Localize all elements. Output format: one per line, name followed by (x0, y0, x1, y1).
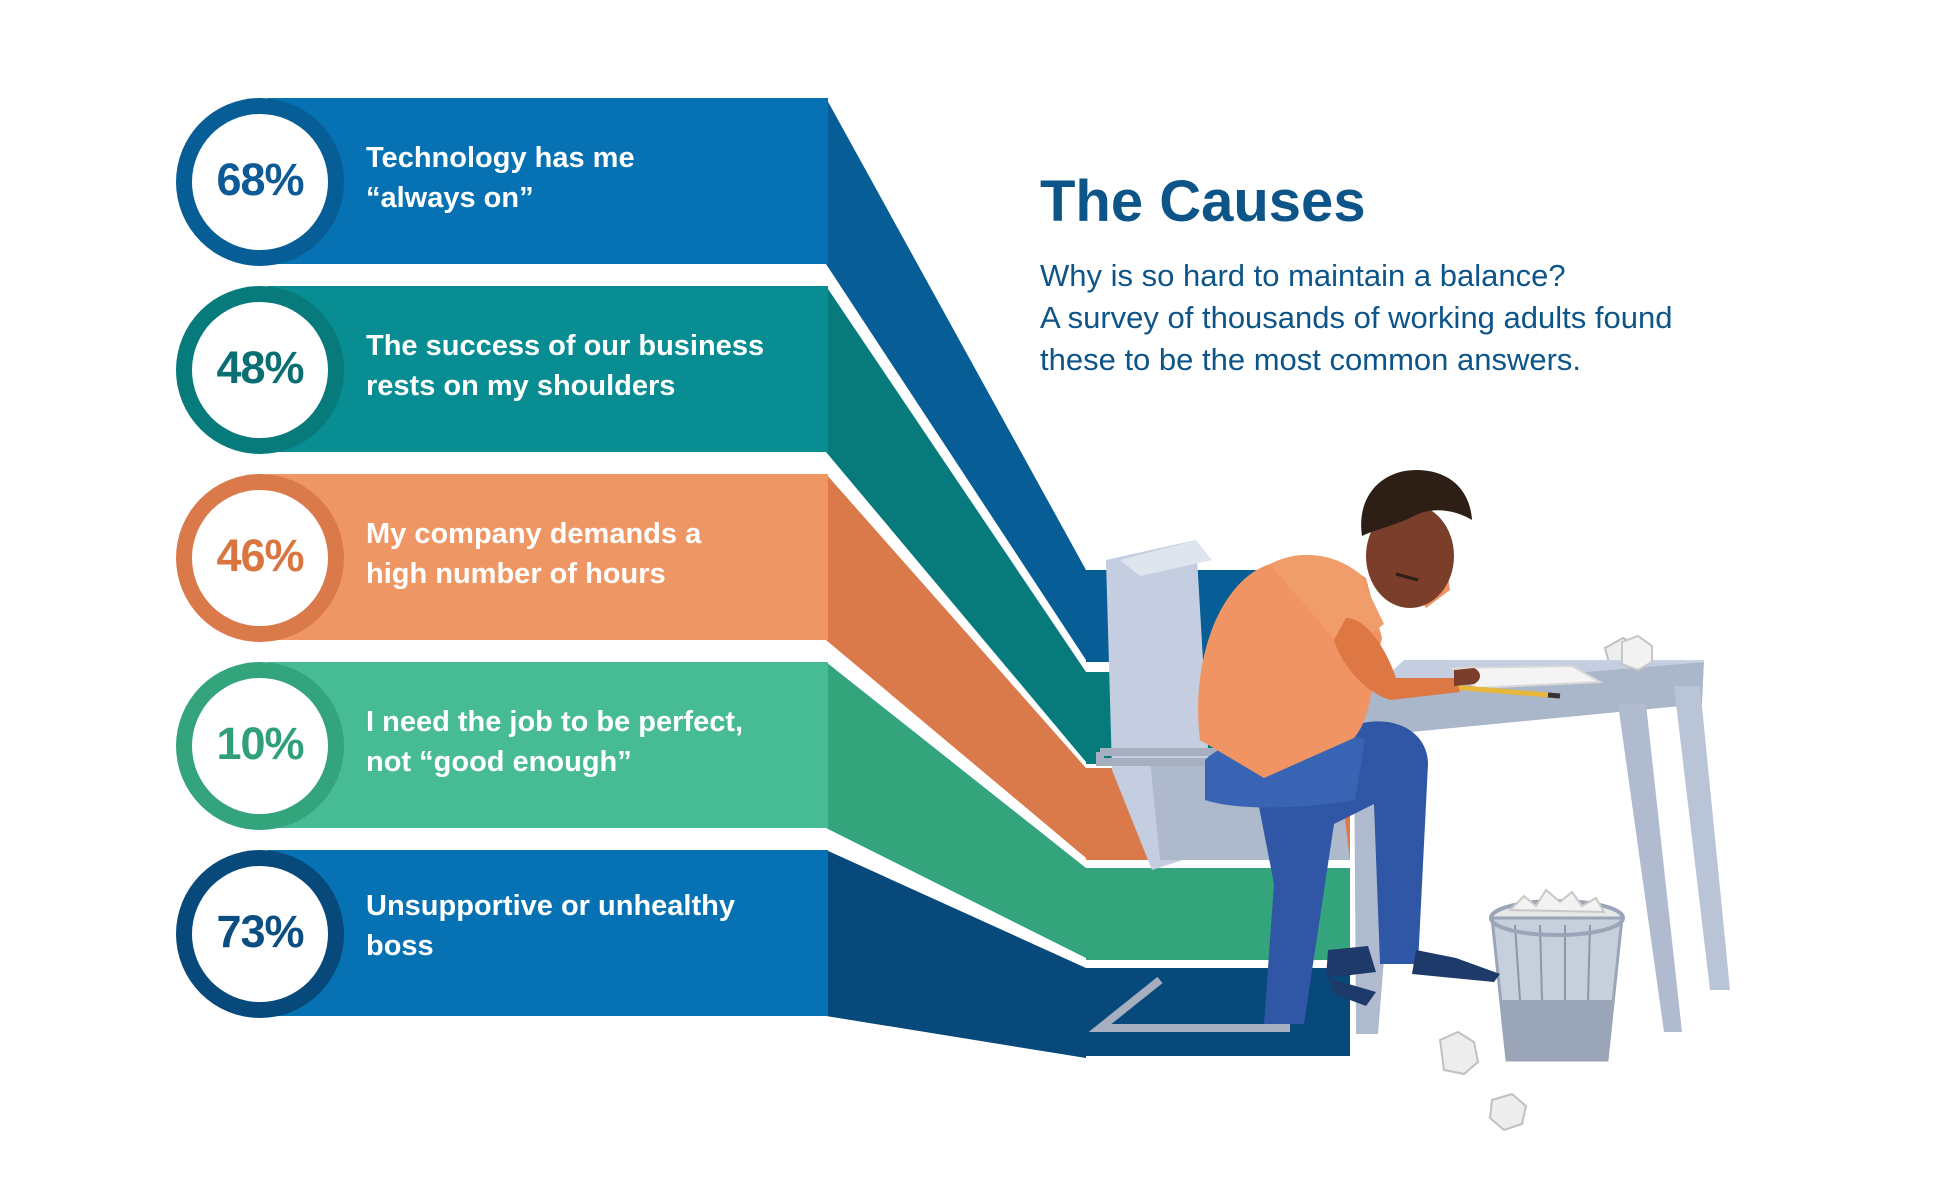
cause-text-3: My company demands a high number of hour… (366, 514, 826, 594)
trash-bin (1489, 888, 1625, 1062)
cause-band-1 (268, 98, 828, 264)
cause-band-2 (268, 286, 828, 452)
ribbon-slope-5 (826, 850, 1350, 1058)
circle-fill-4 (192, 678, 328, 814)
cause-text-2: The success of our business rests on my … (366, 326, 826, 406)
circle-fill-5 (192, 866, 328, 1002)
ribbon-slope-1 (826, 98, 1350, 660)
cause-text-5: Unsupportive or unhealthy boss (366, 886, 826, 966)
cause-line1-3: My company demands a (366, 518, 702, 550)
cause-band-3 (268, 474, 828, 640)
cause-line1-4: I need the job to be perfect, (366, 706, 744, 738)
cause-text-1: Technology has me “always on” (366, 138, 826, 218)
cause-band-4 (268, 662, 828, 828)
subtitle-line-2: A survey of thousands of working adults … (1040, 300, 1673, 335)
person-stressed (1198, 470, 1500, 1024)
percent-value-1: 68% (216, 154, 304, 205)
circle-fill-1 (192, 114, 328, 250)
ribbon-slope-2 (826, 286, 1350, 762)
cause-line2-4: not “good enough” (366, 746, 632, 778)
circle-fill-2 (192, 302, 328, 438)
percent-circles (176, 98, 344, 1018)
percent-value-5: 73% (216, 906, 304, 957)
ribbon-slope-3 (826, 474, 1350, 858)
cause-band-5 (268, 850, 828, 1016)
circle-fill-3 (192, 490, 328, 626)
cause-line2-2: rests on my shoulders (366, 370, 676, 402)
percent-value-4: 10% (216, 718, 304, 769)
cause-text-4: I need the job to be perfect, not “good … (366, 702, 826, 782)
ribbon-slopes (826, 98, 1350, 1058)
percent-value-2: 48% (216, 342, 304, 393)
cause-line2-5: boss (366, 930, 434, 962)
cause-line1-5: Unsupportive or unhealthy (366, 890, 735, 922)
percent-value-3: 46% (216, 530, 304, 581)
cause-line1-2: The success of our business (366, 330, 765, 362)
subtitle-line-3: these to be the most common answers. (1040, 342, 1582, 377)
cause-line2-1: “always on” (366, 182, 534, 214)
cause-line2-3: high number of hours (366, 558, 666, 590)
cause-line1-1: Technology has me (366, 142, 635, 174)
subtitle-line-1: Why is so hard to maintain a balance? (1040, 258, 1566, 293)
ribbon-slope-4 (826, 662, 1350, 958)
page-title: The Causes (1040, 169, 1366, 234)
